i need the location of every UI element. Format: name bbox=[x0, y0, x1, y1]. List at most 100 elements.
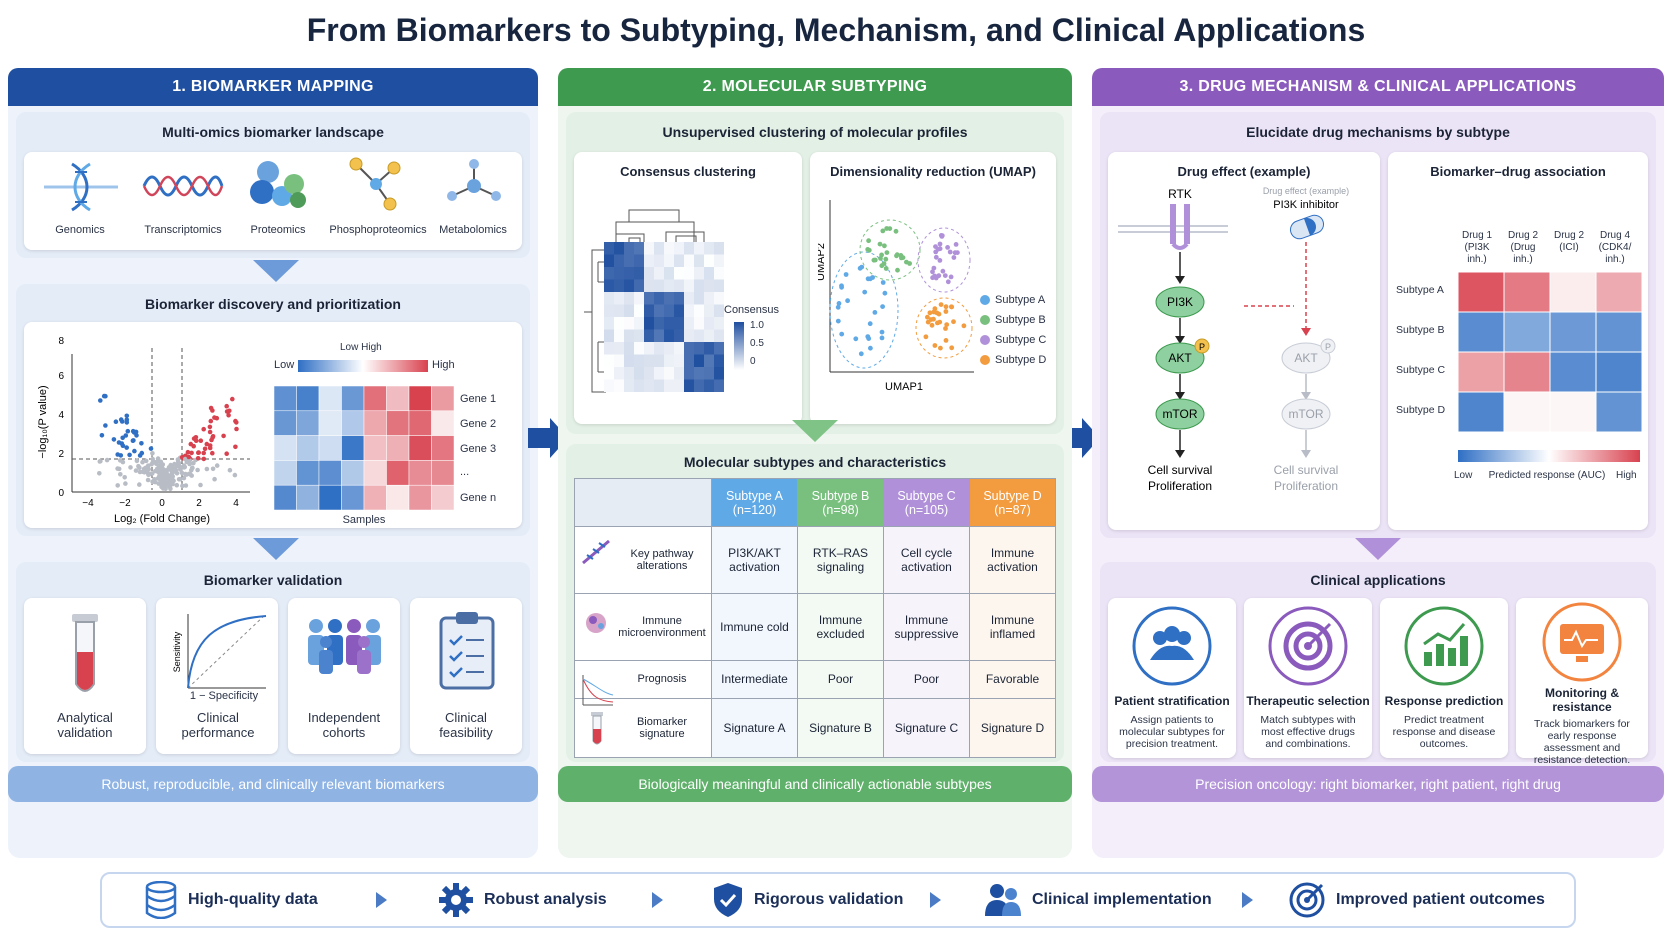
heatmap-cell bbox=[386, 435, 410, 461]
volcano-point bbox=[134, 433, 139, 438]
consensus-cell bbox=[614, 267, 624, 280]
consensus-cell bbox=[624, 242, 634, 255]
consensus-cell bbox=[644, 354, 654, 367]
outcome-proliferation: Proliferation bbox=[1148, 479, 1212, 493]
subtype-header-b: Subtype B(n=98) bbox=[797, 478, 884, 527]
umap-point bbox=[938, 233, 944, 238]
umap-point bbox=[932, 306, 938, 312]
consensus-cell bbox=[684, 254, 694, 267]
volcano-point bbox=[204, 441, 210, 447]
association-cell bbox=[1503, 272, 1551, 313]
volcano-point bbox=[118, 472, 123, 477]
drug-effect-card: Drug effect (example) RTK PI3K AKT P mTO… bbox=[1108, 152, 1380, 530]
column-drug-mechanism: 3. DRUG MECHANISM & CLINICAL APPLICATION… bbox=[1092, 68, 1664, 858]
umap-point bbox=[949, 345, 955, 351]
umap-point bbox=[929, 322, 935, 328]
umap-point bbox=[895, 267, 900, 273]
volcano-xtick: 2 bbox=[196, 498, 202, 509]
volcano-point bbox=[198, 438, 204, 443]
volcano-plot: 0 2 4 6 8 −4 −2 0 2 4 Log₂ (Fold Change)… bbox=[37, 336, 250, 525]
volcano-point bbox=[150, 451, 155, 456]
heatmap-cell bbox=[341, 410, 365, 436]
umap-point bbox=[879, 263, 885, 269]
dna-strand-icon bbox=[582, 539, 610, 565]
volcano-point bbox=[212, 476, 217, 482]
consensus-cell bbox=[654, 254, 664, 267]
umap-point bbox=[882, 290, 888, 296]
consensus-cell bbox=[644, 379, 654, 392]
consensus-cell bbox=[714, 354, 724, 367]
volcano-point bbox=[185, 449, 191, 455]
consensus-cell bbox=[644, 304, 654, 317]
volcano-point bbox=[148, 446, 154, 451]
consensus-cell bbox=[664, 292, 674, 305]
volcano-point bbox=[180, 483, 185, 489]
row-label: Key pathway alterations bbox=[574, 526, 712, 594]
umap-point bbox=[942, 273, 948, 278]
legend-swatch bbox=[980, 295, 990, 305]
volcano-point bbox=[181, 475, 187, 481]
consensus-cell bbox=[664, 242, 674, 255]
consensus-cell bbox=[694, 317, 704, 330]
consensus-cell bbox=[624, 304, 634, 317]
rtk-receptor-icon bbox=[1170, 204, 1190, 244]
consensus-cell bbox=[614, 292, 624, 305]
discovery-panel: Biomarker discovery and prioritization 0… bbox=[16, 284, 530, 536]
umap-point bbox=[882, 243, 887, 249]
dna-icon bbox=[44, 162, 118, 212]
volcano-point bbox=[179, 470, 185, 476]
volcano-point bbox=[177, 464, 183, 470]
table-cell: Cell cycle activation bbox=[883, 526, 970, 594]
association-cell bbox=[1458, 272, 1505, 313]
volcano-point bbox=[122, 475, 127, 480]
consensus-cell bbox=[634, 367, 644, 380]
volcano-point bbox=[173, 468, 179, 473]
volcano-point bbox=[159, 484, 164, 489]
volcano-ytick: 6 bbox=[58, 371, 64, 382]
volcano-point bbox=[115, 483, 120, 488]
legend-label: Subtype A bbox=[995, 294, 1046, 306]
volcano-point bbox=[120, 435, 125, 441]
volcano-ytick: 0 bbox=[58, 488, 64, 499]
omics-label-proteomics: Proteomics bbox=[250, 224, 306, 236]
umap-point bbox=[843, 272, 849, 277]
volcano-point bbox=[189, 450, 194, 456]
consensus-cell bbox=[634, 292, 644, 305]
consensus-cell bbox=[684, 267, 694, 280]
down-arrow-icon bbox=[792, 420, 838, 442]
volcano-point bbox=[227, 467, 233, 473]
immune-cell-icon bbox=[586, 612, 606, 633]
association-cell bbox=[1503, 311, 1551, 353]
legend-label: Subtype C bbox=[995, 334, 1047, 346]
consensus-cell bbox=[664, 279, 674, 292]
consensus-cell bbox=[644, 329, 654, 342]
consensus-cell bbox=[704, 367, 714, 380]
landscape-panel: Multi-omics biomarker landscape bbox=[16, 112, 530, 258]
gene-heatmap bbox=[274, 386, 454, 510]
volcano-point bbox=[226, 412, 231, 418]
validation-card-analytical: Analytical validation bbox=[24, 598, 146, 754]
volcano-point bbox=[214, 415, 220, 421]
association-cell bbox=[1458, 391, 1505, 432]
table-cell: Intermediate bbox=[711, 659, 798, 700]
heatmap-cell bbox=[341, 435, 365, 461]
gene-label: ... bbox=[460, 466, 470, 478]
volcano-point bbox=[157, 473, 162, 479]
umap-point bbox=[933, 254, 939, 260]
pipeline-bar: High-quality data Robust analysis Rigoro… bbox=[100, 872, 1576, 928]
umap-scatter: UMAP1 UMAP2 bbox=[818, 200, 974, 393]
pipeline-step-label: Improved patient outcomes bbox=[1336, 891, 1545, 908]
column-header: 3. DRUG MECHANISM & CLINICAL APPLICATION… bbox=[1092, 68, 1664, 106]
auc-legend-high: High bbox=[1616, 470, 1637, 481]
discovery-card: 0 2 4 6 8 −4 −2 0 2 4 Log₂ (Fold Change)… bbox=[24, 322, 522, 528]
drug-effect-title: Drug effect (example) bbox=[1177, 164, 1311, 179]
umap-point bbox=[893, 228, 899, 234]
volcano-xtick: 0 bbox=[159, 498, 165, 509]
umap-point bbox=[923, 334, 929, 340]
volcano-point bbox=[125, 428, 131, 434]
validation-card-clinical: Sensitivity 1 − Specificity Clinical per… bbox=[156, 598, 278, 754]
volcano-point bbox=[207, 424, 213, 430]
pill-icon bbox=[1289, 214, 1325, 240]
subtypes-title: Molecular subtypes and characteristics bbox=[683, 454, 947, 470]
